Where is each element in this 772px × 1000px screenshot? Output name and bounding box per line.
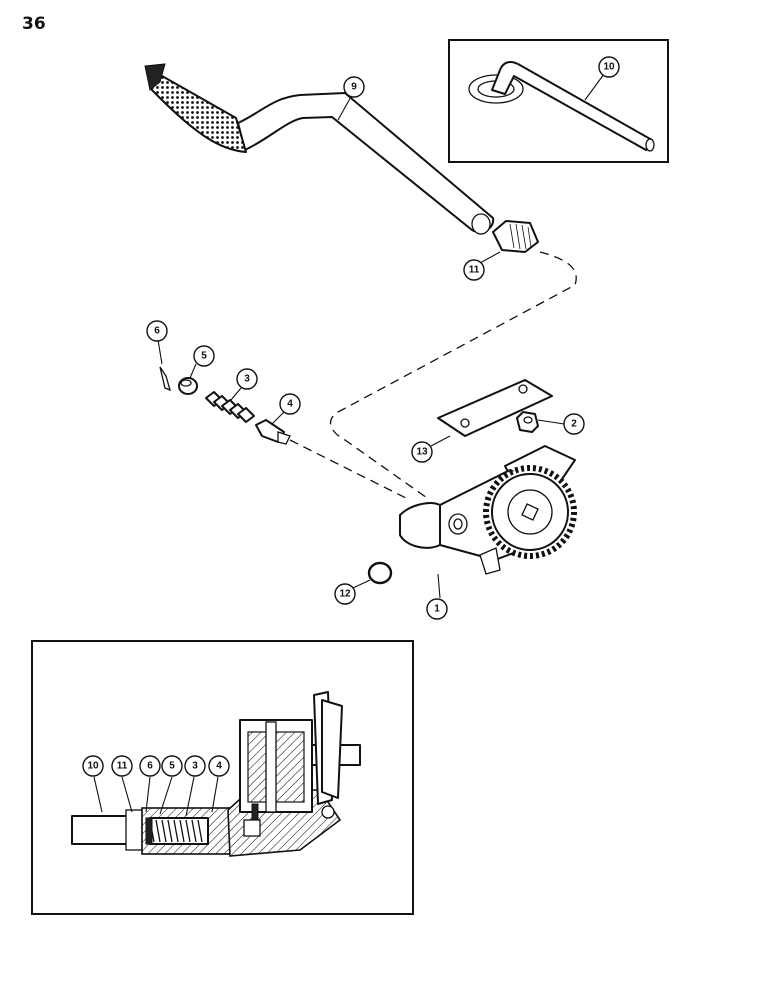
callout-2: 2 (563, 413, 585, 435)
svg-text:10: 10 (603, 62, 615, 73)
svg-text:4: 4 (216, 761, 222, 772)
spring-part-3 (205, 391, 255, 423)
svg-text:1: 1 (434, 604, 440, 615)
svg-text:3: 3 (244, 374, 250, 385)
pump-cross-section (71, 691, 361, 857)
inset-frame-section-view (31, 640, 414, 915)
svg-text:5: 5 (201, 351, 207, 362)
assembly-line-tube (329, 251, 577, 501)
callout-1: 1 (426, 598, 448, 620)
callout-3: 3 (236, 368, 258, 390)
section-callout-6: 6 (139, 755, 161, 777)
callout-10: 10 (598, 56, 620, 78)
gasket-part-13 (437, 379, 553, 437)
section-leader-lines (93, 776, 219, 817)
assembly-line-valve (289, 439, 411, 501)
page-number: 36 (22, 14, 46, 34)
svg-text:12: 12 (339, 589, 351, 600)
svg-text:5: 5 (169, 761, 175, 772)
valve-plunger-part-4 (255, 419, 291, 445)
svg-text:3: 3 (192, 761, 198, 772)
svg-text:2: 2 (571, 419, 577, 430)
section-callout-5: 5 (161, 755, 183, 777)
svg-text:10: 10 (87, 761, 99, 772)
svg-text:6: 6 (154, 326, 160, 337)
nut-part-2 (516, 411, 539, 433)
svg-text:11: 11 (117, 761, 128, 772)
oil-pump-part-1 (399, 445, 577, 575)
callout-12: 12 (334, 583, 356, 605)
section-callout-11: 11 (111, 755, 133, 777)
cap-part-5 (178, 377, 198, 395)
callout-9: 9 (343, 76, 365, 98)
svg-text:13: 13 (416, 447, 428, 458)
cotter-pin-part-6 (159, 366, 171, 392)
fitting-part-11 (492, 220, 539, 253)
suction-tube-part-9 (144, 63, 495, 235)
callout-13: 13 (411, 441, 433, 463)
svg-text:6: 6 (147, 761, 153, 772)
section-callout-10: 10 (82, 755, 104, 777)
section-callout-4: 4 (208, 755, 230, 777)
callout-6: 6 (146, 320, 168, 342)
pickup-tube-part-10 (468, 61, 655, 152)
svg-text:9: 9 (351, 82, 357, 93)
svg-text:11: 11 (469, 265, 480, 276)
inset-frame-tube (448, 39, 669, 163)
callout-11: 11 (463, 259, 485, 281)
svg-text:4: 4 (287, 399, 293, 410)
section-callout-3: 3 (184, 755, 206, 777)
callout-5: 5 (193, 345, 215, 367)
o-ring-part-12 (367, 561, 393, 585)
leader-lines (157, 73, 605, 599)
callout-4: 4 (279, 393, 301, 415)
